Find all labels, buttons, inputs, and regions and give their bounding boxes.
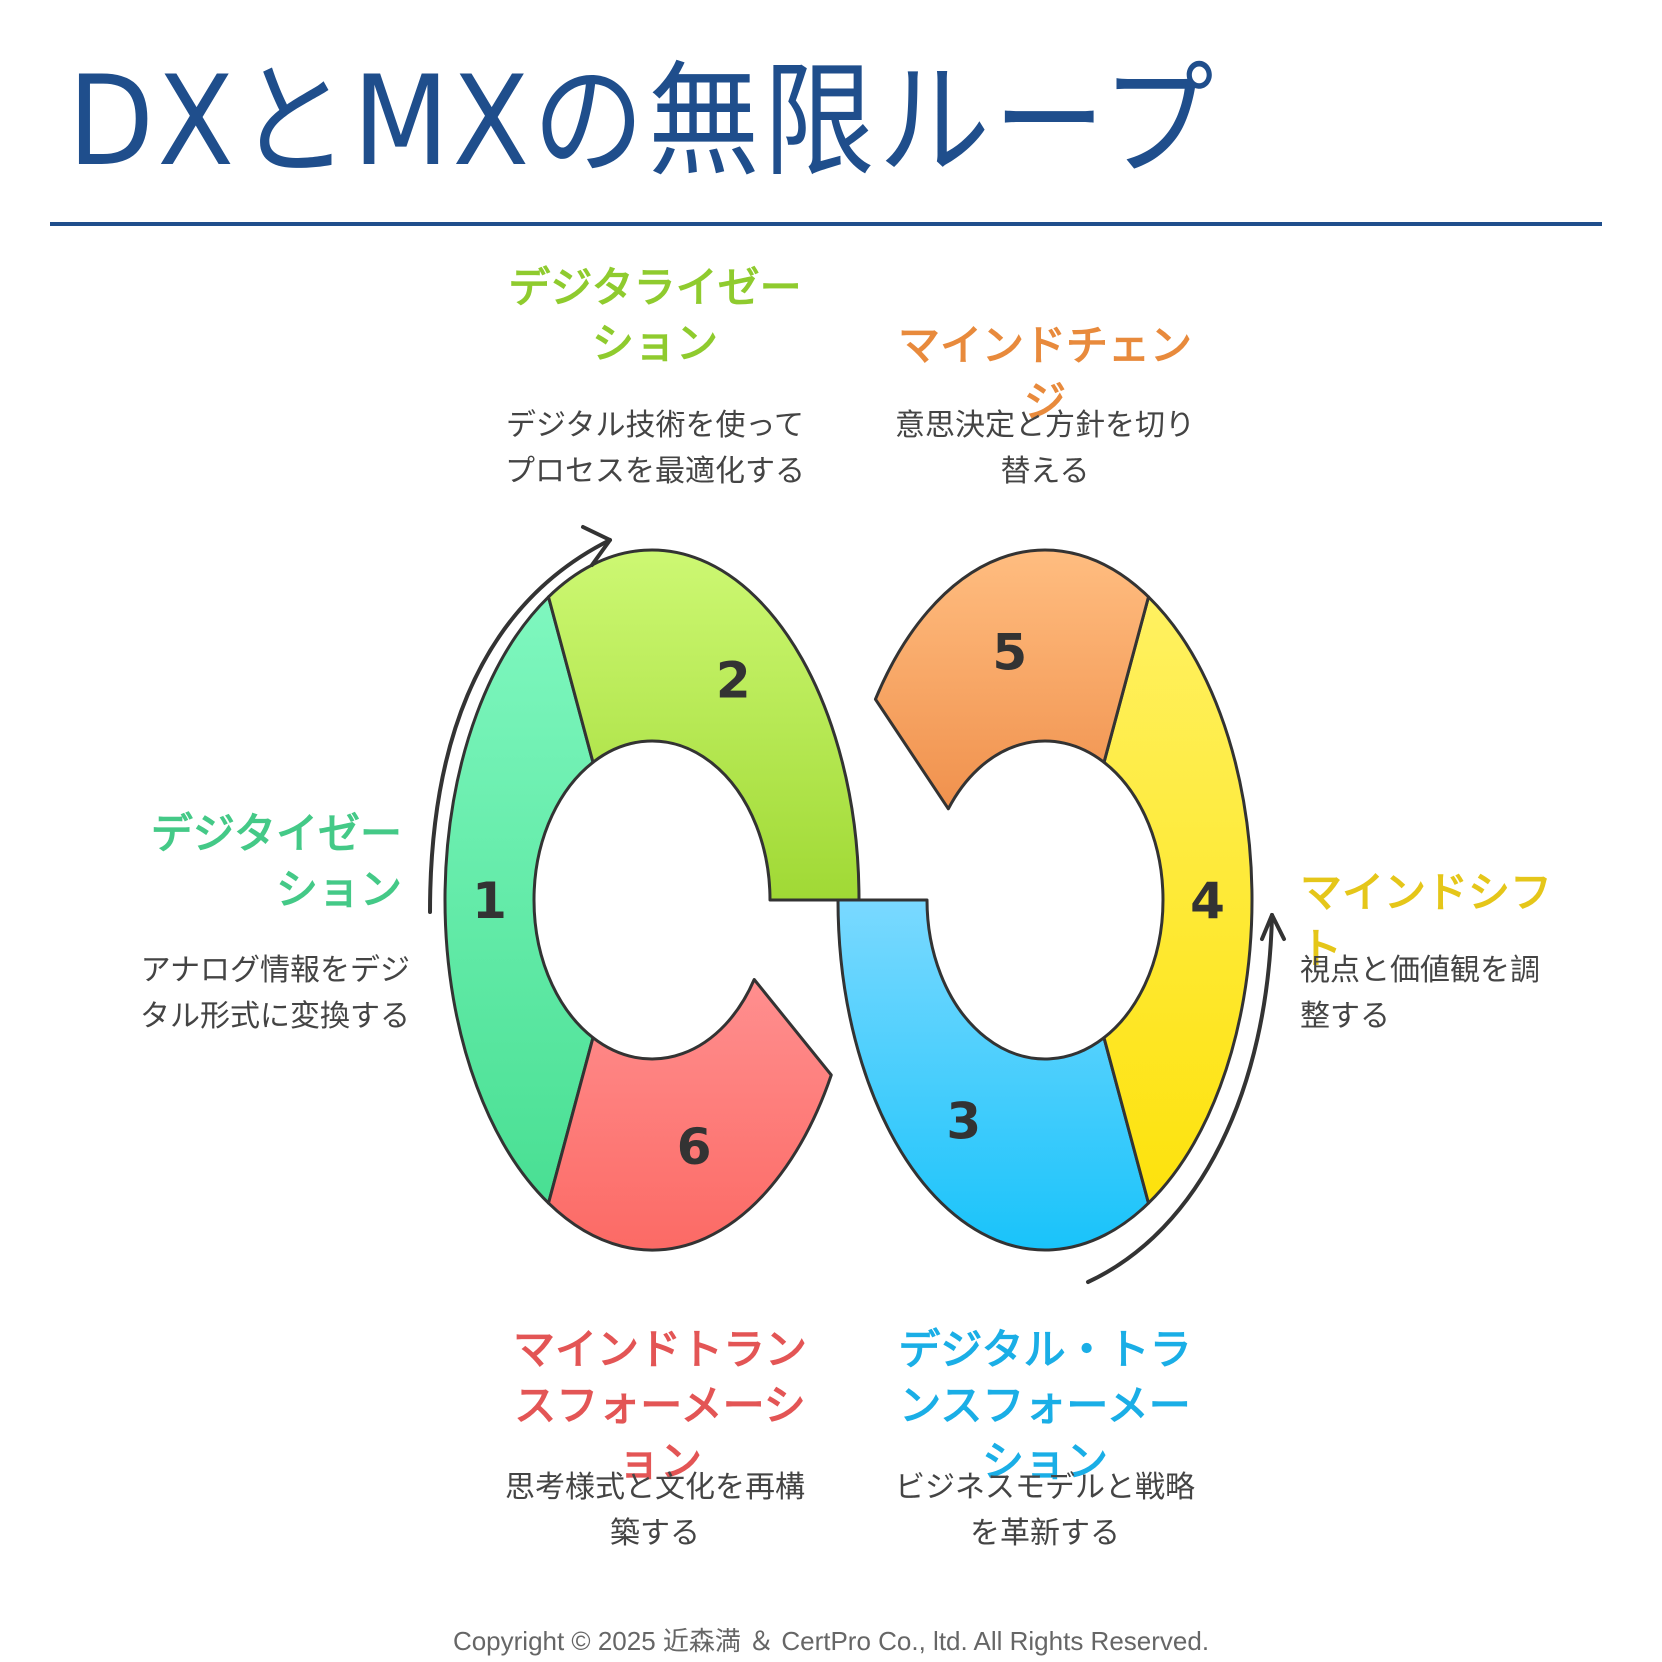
loop-segment-2 xyxy=(547,548,861,902)
stage-4-title: マインドシフト xyxy=(1300,868,1553,973)
flow-arrow-lower-right xyxy=(1086,913,1274,1284)
stage-1-description: アナログ情報をデジタル形式に変換する xyxy=(140,953,410,1034)
stage-1-title: デジタイゼーション xyxy=(150,809,402,914)
title-divider xyxy=(50,222,1602,226)
flow-arrow-upper-left-head xyxy=(581,525,612,567)
copyright-notice: Copyright © 2025 近森満 ＆ CertPro Co., ltd.… xyxy=(452,1626,1210,1656)
stage-3-description: ビジネスモデルと戦略を革新する xyxy=(895,1470,1195,1551)
loop-segment-6 xyxy=(547,978,833,1252)
loop-segment-4 xyxy=(1102,595,1254,1205)
stage-5-description: 意思決定と方針を切り替える xyxy=(895,408,1195,489)
loop-segment-3 xyxy=(836,898,1150,1252)
segment-number-2: 2 xyxy=(716,652,751,710)
stage-6-title: マインドトランスフォーメーション xyxy=(512,1325,807,1486)
flow-arrow-upper-left xyxy=(428,538,612,914)
stage-4-description: 視点と価値観を調整する xyxy=(1300,953,1540,1034)
segment-number-1: 1 xyxy=(472,872,507,930)
stage-6-description: 思考様式と文化を再構築する xyxy=(505,1470,805,1551)
stage-5-title: マインドチェンジ xyxy=(897,321,1192,426)
segment-number-6: 6 xyxy=(677,1118,712,1176)
stage-3-title: デジタル・トランスフォーメーション xyxy=(898,1325,1192,1486)
stage-2-description: デジタル技術を使ってプロセスを最適化する xyxy=(505,408,805,489)
flow-arrow-lower-right-head xyxy=(1260,913,1286,941)
page-title: DXとMXの無限ループ xyxy=(68,50,1218,194)
segment-number-3: 3 xyxy=(946,1092,981,1150)
loop-segment-1 xyxy=(443,595,595,1205)
loop-segment-5 xyxy=(873,548,1150,811)
segment-number-4: 4 xyxy=(1190,872,1225,930)
stage-2-title: デジタライゼーション xyxy=(508,263,802,368)
segment-number-5: 5 xyxy=(992,624,1027,682)
